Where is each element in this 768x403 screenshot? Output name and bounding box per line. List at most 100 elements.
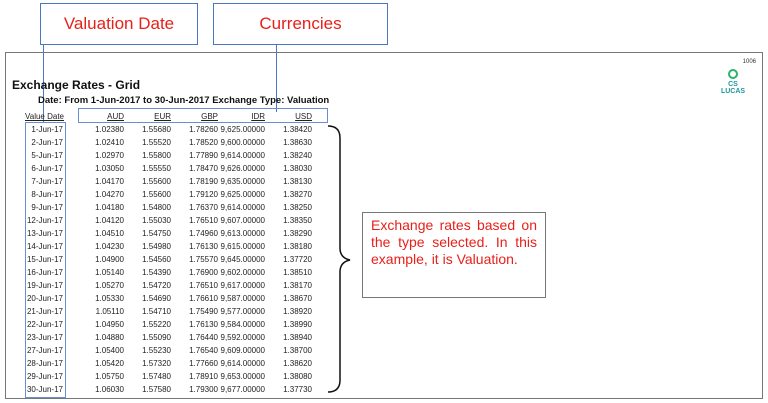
rate-cell-usd: 1.37720 xyxy=(283,255,312,264)
column-header-aud: AUD xyxy=(107,112,124,121)
rate-cell-usd: 1.38240 xyxy=(283,151,312,160)
rate-cell-gbp: 1.76610 xyxy=(189,294,218,303)
rate-cell-gbp: 1.78520 xyxy=(189,138,218,147)
rate-cell-usd: 1.38250 xyxy=(283,203,312,212)
rate-cell-eur: 1.55090 xyxy=(142,333,171,342)
rate-cell-usd: 1.37730 xyxy=(283,385,312,394)
rate-cell-eur: 1.54690 xyxy=(142,294,171,303)
rate-cell-gbp: 1.76440 xyxy=(189,333,218,342)
rate-cell-usd: 1.38670 xyxy=(283,294,312,303)
rate-cell-aud: 1.04510 xyxy=(95,229,124,238)
rate-cell-gbp: 1.78910 xyxy=(189,372,218,381)
rate-cell-gbp: 1.75490 xyxy=(189,307,218,316)
rate-cell-aud: 1.02970 xyxy=(95,151,124,160)
rate-cell-usd: 1.38270 xyxy=(283,190,312,199)
currencies-callout: Currencies xyxy=(213,3,388,45)
rate-cell-idr: 9,577.00000 xyxy=(220,307,266,316)
rate-cell-idr: 9,653.00000 xyxy=(220,372,266,381)
value-date-cell: 20-Jun-17 xyxy=(26,294,63,303)
value-date-cell: 22-Jun-17 xyxy=(26,320,63,329)
value-date-cell: 13-Jun-17 xyxy=(26,229,63,238)
rate-cell-eur: 1.55600 xyxy=(142,190,171,199)
value-date-cell: 9-Jun-17 xyxy=(31,203,63,212)
rate-cell-eur: 1.55030 xyxy=(142,216,171,225)
rate-cell-aud: 1.05750 xyxy=(95,372,124,381)
rate-cell-idr: 9,614.00000 xyxy=(220,151,266,160)
rate-cell-gbp: 1.76510 xyxy=(189,216,218,225)
valuation-date-pointer xyxy=(43,45,44,123)
rate-cell-idr: 9,614.00000 xyxy=(220,359,266,368)
rate-cell-aud: 1.04170 xyxy=(95,177,124,186)
rate-cell-eur: 1.55220 xyxy=(142,320,171,329)
rate-cell-usd: 1.38080 xyxy=(283,372,312,381)
value-date-cell: 27-Jun-17 xyxy=(26,346,63,355)
rate-cell-usd: 1.38030 xyxy=(283,164,312,173)
rate-cell-aud: 1.04120 xyxy=(95,216,124,225)
rate-cell-eur: 1.54720 xyxy=(142,281,171,290)
rate-cell-eur: 1.55520 xyxy=(142,138,171,147)
rate-cell-idr: 9,602.00000 xyxy=(220,268,266,277)
rate-cell-aud: 1.04900 xyxy=(95,255,124,264)
rate-cell-gbp: 1.76900 xyxy=(189,268,218,277)
rate-cell-eur: 1.55600 xyxy=(142,177,171,186)
value-date-cell: 30-Jun-17 xyxy=(26,385,63,394)
rate-cell-eur: 1.57320 xyxy=(142,359,171,368)
rate-cell-idr: 9,613.00000 xyxy=(220,229,266,238)
rate-cell-idr: 9,625.00000 xyxy=(220,190,266,199)
rate-cell-idr: 9,625.00000 xyxy=(220,125,266,134)
rate-cell-aud: 1.04230 xyxy=(95,242,124,251)
value-date-highlight xyxy=(25,122,66,398)
rate-cell-eur: 1.54750 xyxy=(142,229,171,238)
rate-cell-usd: 1.38350 xyxy=(283,216,312,225)
rate-cell-idr: 9,614.00000 xyxy=(220,203,266,212)
column-header-gbp: GBP xyxy=(201,112,218,121)
rate-cell-aud: 1.04270 xyxy=(95,190,124,199)
rate-cell-aud: 1.02380 xyxy=(95,125,124,134)
rate-cell-idr: 9,677.00000 xyxy=(220,385,266,394)
value-date-cell: 5-Jun-17 xyxy=(31,151,63,160)
rate-cell-eur: 1.55550 xyxy=(142,164,171,173)
rate-cell-usd: 1.38420 xyxy=(283,125,312,134)
currencies-pointer xyxy=(276,45,277,112)
rate-cell-eur: 1.54800 xyxy=(142,203,171,212)
rate-cell-gbp: 1.76130 xyxy=(189,320,218,329)
rate-cell-usd: 1.38920 xyxy=(283,307,312,316)
rate-cell-aud: 1.02410 xyxy=(95,138,124,147)
rate-cell-eur: 1.57580 xyxy=(142,385,171,394)
rate-cell-usd: 1.38130 xyxy=(283,177,312,186)
column-header-idr: IDR xyxy=(251,112,265,121)
rate-cell-gbp: 1.76540 xyxy=(189,346,218,355)
rate-cell-usd: 1.38620 xyxy=(283,359,312,368)
rate-cell-gbp: 1.78470 xyxy=(189,164,218,173)
rate-cell-eur: 1.55230 xyxy=(142,346,171,355)
rate-cell-aud: 1.03050 xyxy=(95,164,124,173)
rate-cell-aud: 1.05400 xyxy=(95,346,124,355)
rate-cell-eur: 1.54390 xyxy=(142,268,171,277)
rate-cell-usd: 1.38990 xyxy=(283,320,312,329)
report-subtitle: Date: From 1-Jun-2017 to 30-Jun-2017 Exc… xyxy=(38,95,330,106)
value-date-cell: 2-Jun-17 xyxy=(31,138,63,147)
rate-cell-gbp: 1.76130 xyxy=(189,242,218,251)
value-date-cell: 23-Jun-17 xyxy=(26,333,63,342)
rate-cell-gbp: 1.78190 xyxy=(189,177,218,186)
column-header-value-date: Value Date xyxy=(25,112,64,121)
rate-cell-eur: 1.55800 xyxy=(142,151,171,160)
column-header-usd: USD xyxy=(295,112,312,121)
rate-cell-idr: 9,645.00000 xyxy=(220,255,266,264)
value-date-cell: 21-Jun-17 xyxy=(26,307,63,316)
rate-cell-idr: 9,600.00000 xyxy=(220,138,266,147)
rate-cell-idr: 9,592.00000 xyxy=(220,333,266,342)
